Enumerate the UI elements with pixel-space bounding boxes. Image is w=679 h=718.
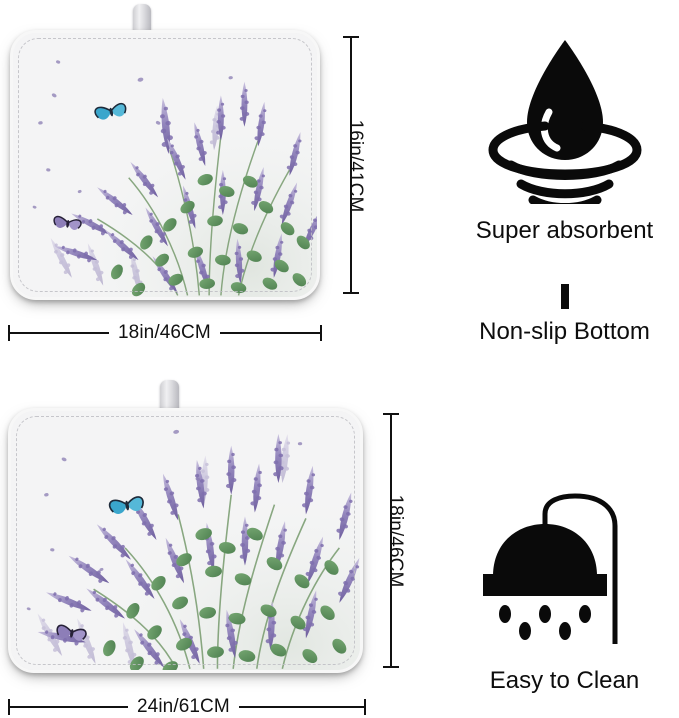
butterfly-blue (94, 102, 127, 120)
shower-head-icon (450, 492, 679, 657)
large-mat-block: 18in/46CM 24in/61CM (0, 375, 430, 718)
feature-non-slip-bottom: Non-slip Bottom (450, 284, 679, 346)
large-mat-height-label: 18in/46CM (385, 494, 406, 588)
feature-caption-easy-to-clean: Easy to Clean (489, 667, 640, 694)
butterfly-purple (56, 624, 87, 641)
butterfly-blue (108, 496, 144, 514)
large-mat-hanging-loop (160, 380, 179, 416)
water-drop-ripple-icon (450, 34, 679, 212)
feature-easy-to-clean: Easy to Clean (450, 492, 679, 695)
grip-texture-icon (560, 284, 569, 309)
small-mat-surface (13, 33, 317, 297)
small-mat-block: 16in/41CM 18in/46CM (0, 0, 400, 360)
large-mat-width-label: 24in/61CM (128, 696, 239, 718)
feature-super-absorbent: Super absorbent (450, 34, 679, 245)
large-mat-lavender-artwork (11, 411, 360, 670)
feature-caption-non-slip-bottom: Non-slip Bottom (479, 318, 650, 345)
small-mat (10, 30, 320, 300)
feature-caption-super-absorbent: Super absorbent (475, 217, 654, 244)
small-mat-hanging-loop (133, 4, 151, 38)
butterfly-purple (53, 215, 82, 230)
small-mat-width-label: 18in/46CM (109, 322, 220, 344)
large-mat-surface (11, 411, 360, 670)
small-mat-height-label: 16in/41CM (345, 119, 366, 213)
small-mat-lavender-artwork (13, 33, 317, 297)
large-mat (8, 408, 363, 673)
